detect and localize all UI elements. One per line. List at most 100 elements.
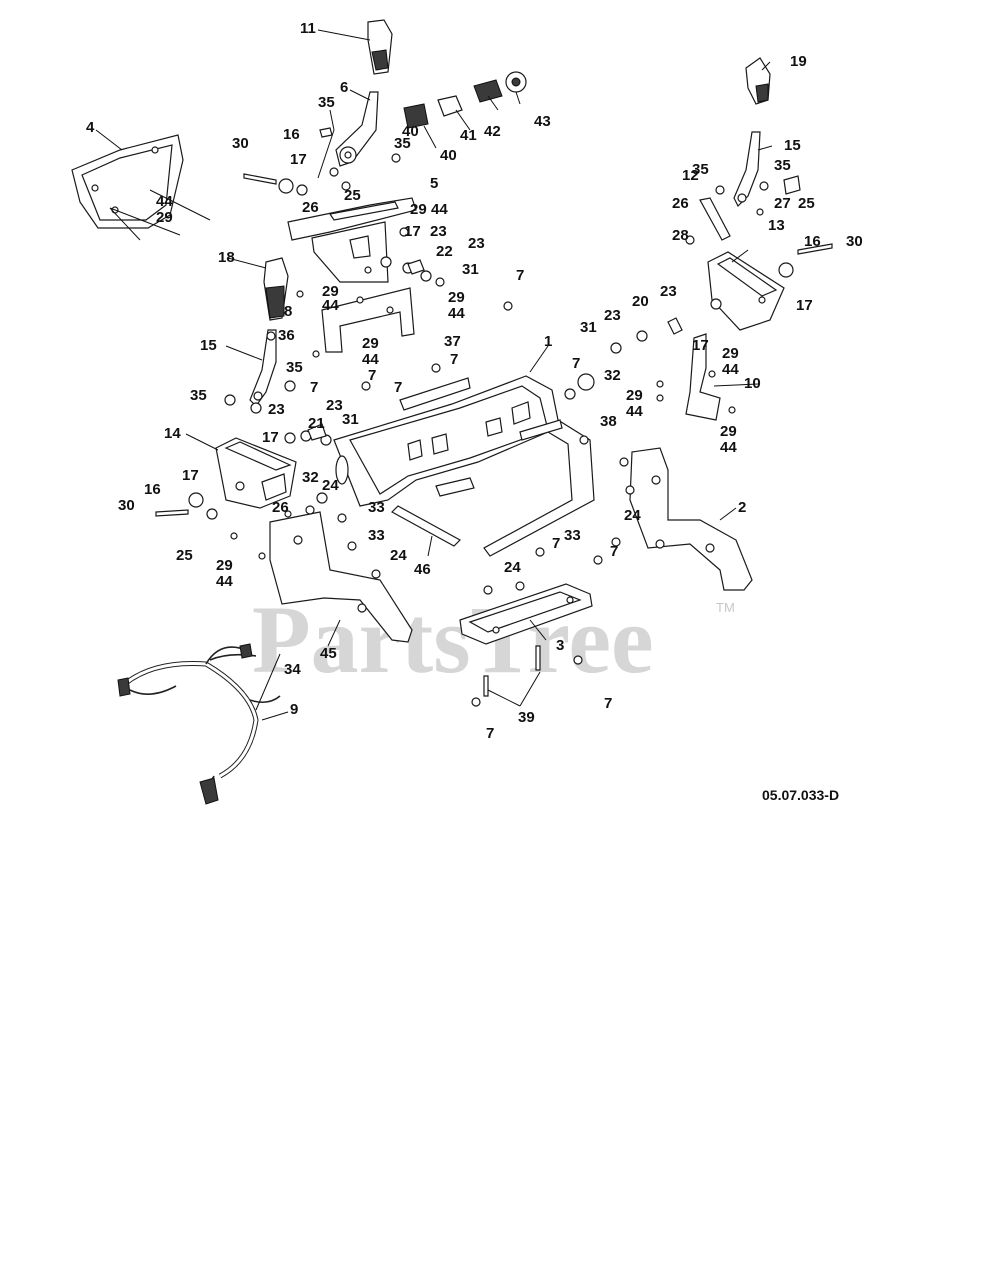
callout-24: 24: [322, 477, 339, 494]
callout-24: 24: [624, 507, 641, 524]
callout-23: 23: [268, 401, 285, 418]
callout-29: 29: [626, 387, 643, 404]
callout-28: 28: [672, 227, 689, 244]
callout-25: 25: [176, 547, 193, 564]
side-cover-part: [71, 134, 211, 241]
callout-2: 2: [738, 499, 746, 516]
callout-7: 7: [604, 695, 612, 712]
part-drawings: [71, 19, 833, 805]
callout-31: 31: [342, 411, 359, 428]
callout-10: 10: [744, 375, 761, 392]
dash-panel-part: [333, 375, 595, 557]
callout-25: 25: [798, 195, 815, 212]
callout-7: 7: [516, 267, 524, 284]
callout-24: 24: [390, 547, 407, 564]
callout-7: 7: [394, 379, 402, 396]
callout-44: 44: [216, 573, 233, 590]
callout-7: 7: [610, 543, 618, 560]
callout-44: 44: [626, 403, 643, 420]
callout-29: 29: [722, 345, 739, 362]
callout-9: 9: [290, 701, 298, 718]
callout-39: 39: [518, 709, 535, 726]
callout-21: 21: [308, 415, 325, 432]
shift-lever-part: [319, 91, 379, 167]
callout-17: 17: [404, 223, 421, 240]
callout-8: 8: [284, 303, 292, 320]
callout-23: 23: [430, 223, 447, 240]
callout-17: 17: [182, 467, 199, 484]
callout-37: 37: [444, 333, 461, 350]
callout-44: 44: [448, 305, 465, 322]
side-frame-left-part: [269, 511, 413, 643]
callout-16: 16: [283, 126, 300, 143]
callout-32: 32: [302, 469, 319, 486]
callout-35: 35: [394, 135, 411, 152]
callout-33: 33: [564, 527, 581, 544]
callout-31: 31: [580, 319, 597, 336]
callout-44: 44: [156, 193, 173, 210]
callout-33: 33: [368, 527, 385, 544]
callout-44: 44: [362, 351, 379, 368]
callout-15: 15: [200, 337, 217, 354]
watermark-tm: TM: [716, 600, 735, 615]
callout-15: 15: [784, 137, 801, 154]
watermark-text: PartsTree: [252, 586, 654, 693]
callout-17: 17: [262, 429, 279, 446]
callout-40: 40: [440, 147, 457, 164]
callout-1: 1: [544, 333, 552, 350]
callout-4: 4: [86, 119, 95, 136]
callout-16: 16: [804, 233, 821, 250]
control-housing-right-part: [707, 251, 785, 331]
callout-45: 45: [320, 645, 337, 662]
callout-29: 29: [216, 557, 233, 574]
callout-17: 17: [692, 337, 709, 354]
hardware-part: [155, 153, 833, 707]
callout-7: 7: [486, 725, 494, 742]
callout-35: 35: [774, 157, 791, 174]
callout-40: 40: [402, 123, 419, 140]
callout-41: 41: [460, 127, 477, 144]
callout-18: 18: [218, 249, 235, 266]
callout-24: 24: [504, 559, 521, 576]
callout-46: 46: [414, 561, 431, 578]
callout-29: 29: [410, 201, 427, 218]
callout-27: 27: [774, 195, 791, 212]
callout-26: 26: [302, 199, 319, 216]
side-frame-right-part: [629, 447, 753, 591]
lower-channel-part: [459, 583, 593, 645]
callout-29: 29: [362, 335, 379, 352]
callout-35: 35: [190, 387, 207, 404]
control-housing-left-part: [215, 437, 297, 509]
callout-25: 25: [344, 187, 361, 204]
lever-part-right: [733, 131, 761, 208]
bracket-10-part: [685, 333, 721, 421]
callout-30: 30: [846, 233, 863, 250]
callout-29: 29: [322, 283, 339, 300]
callout-35: 35: [318, 94, 335, 111]
callout-20: 20: [632, 293, 649, 310]
callout-44: 44: [720, 439, 737, 456]
knob-part-right: [745, 57, 771, 105]
callout-35: 35: [286, 359, 303, 376]
callout-13: 13: [768, 217, 785, 234]
callout-17: 17: [796, 297, 813, 314]
callout-31: 31: [462, 261, 479, 278]
callout-36: 36: [278, 327, 295, 344]
callout-44: 44: [431, 201, 448, 218]
bar-part: [391, 505, 461, 547]
callout-30: 30: [118, 497, 135, 514]
callout-35: 35: [692, 161, 709, 178]
callout-29: 29: [720, 423, 737, 440]
callout-26: 26: [672, 195, 689, 212]
callout-7: 7: [368, 367, 376, 384]
callout-23: 23: [468, 235, 485, 252]
callout-26: 26: [272, 499, 289, 516]
callout-43: 43: [534, 113, 551, 130]
callout-32: 32: [604, 367, 621, 384]
callout-5: 5: [430, 175, 438, 192]
callout-44: 44: [322, 297, 339, 314]
switch-components-part: [403, 71, 527, 129]
lever-part-left: [249, 329, 277, 407]
callout-29: 29: [156, 209, 173, 226]
